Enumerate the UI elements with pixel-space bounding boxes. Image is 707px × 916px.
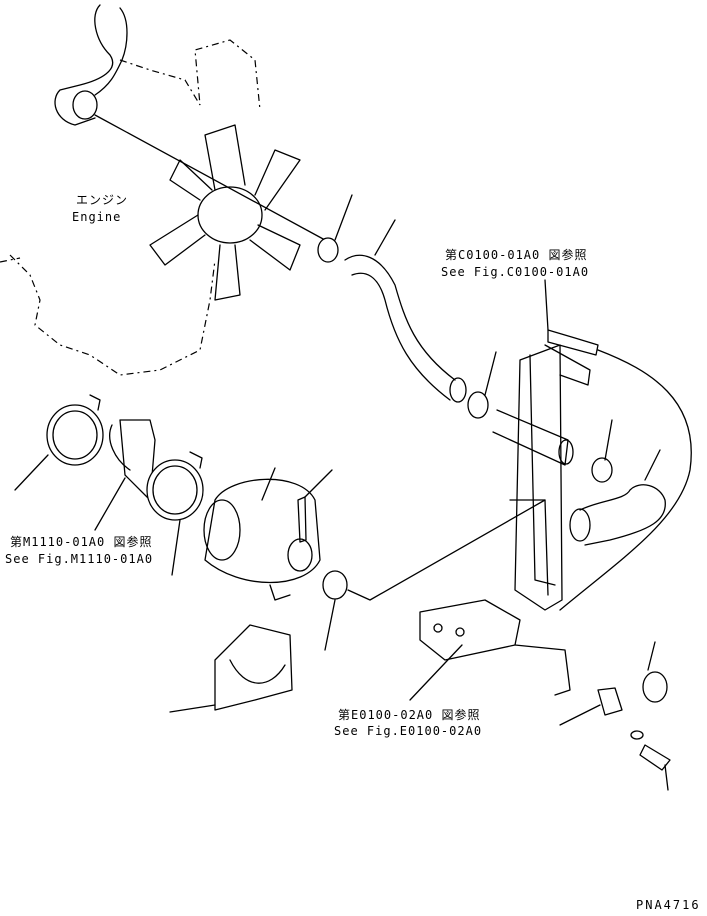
intake-tube [492,409,574,466]
hose-clamp-upper [317,194,353,263]
support-bracket [509,344,591,611]
mounting-cradle [169,624,293,713]
cooling-fan [149,124,301,301]
label-ref-e0100-en: See Fig.E0100-02A0 [334,724,483,738]
elbow-hose [569,449,666,546]
band-clamps [14,394,204,576]
label-ref-m1110-jp: 第M1110-01A0 図参照 [10,535,153,549]
cleaner-bolt [297,469,333,543]
intake-pipe-elbow [54,4,128,126]
label-engine-en: Engine [72,210,122,224]
label-ref-c0100-en: See Fig.C0100-01A0 [441,265,590,279]
label-ref-e0100-jp: 第E0100-02A0 図参照 [338,708,481,722]
engine-outline [0,39,261,376]
label-ref-m1110-en: See Fig.M1110-01A0 [5,552,154,566]
hose-clamp-middle [467,351,497,419]
mounting-plate [409,599,571,701]
drawing-number: PNA4716 [636,898,701,912]
hose-clamp-right [591,419,613,483]
label-ref-c0100-jp: 第C0100-01A0 図参照 [445,248,588,262]
intake-hose [344,219,467,403]
air-cleaner [203,467,321,601]
hose-clamp-lower [322,499,546,651]
drain-fittings [559,641,671,791]
restriction-sensor [544,279,692,611]
label-engine-jp: エンジン [76,193,129,207]
